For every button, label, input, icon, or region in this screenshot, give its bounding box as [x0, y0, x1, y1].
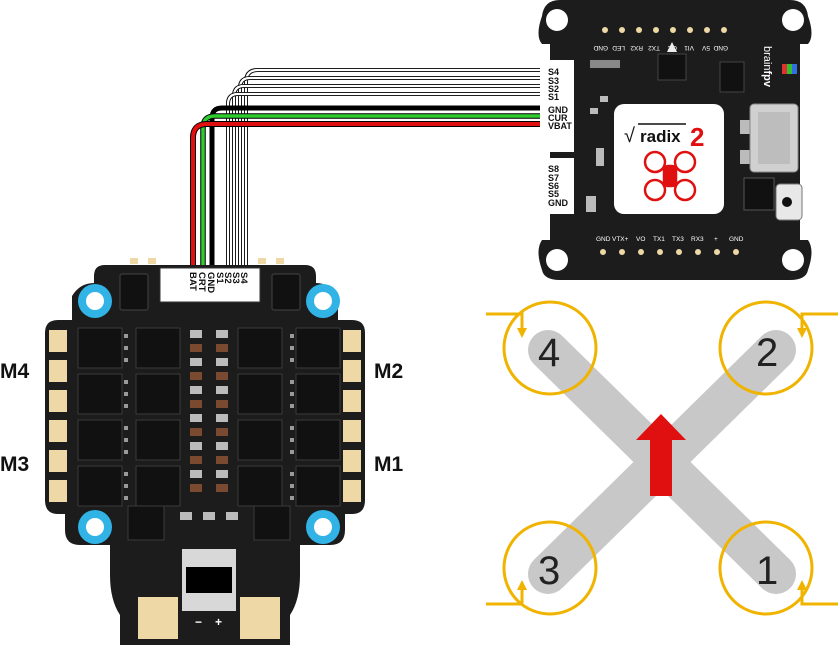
wire-harness: [190, 68, 540, 268]
fc-pin-label: S4: [548, 67, 559, 77]
esc-mosfets: [77, 327, 341, 507]
radix-sqrt: √: [624, 125, 635, 147]
esc-mosfet-pins: [124, 334, 294, 500]
esc-top-pads: [130, 258, 284, 264]
fc-rgb-led: [782, 64, 797, 74]
prop-ring-4: [486, 300, 598, 396]
fc-pin-label: S5: [548, 189, 559, 199]
fc-brand: brainfpv: [761, 46, 773, 88]
fc-bottom-pad-label: VTX+: [612, 236, 629, 243]
fc-top-pad-label: GND: [593, 44, 608, 51]
fc-boot-button: [743, 177, 775, 211]
motor-label-m3: M3: [0, 453, 29, 476]
prop-ring-2: [718, 300, 838, 396]
radix-quad-icon: [643, 150, 697, 202]
fc-top-pad-labels: GND LED RX2 TX2 CC VI1 5V GND: [593, 44, 728, 51]
fc-bottom-pad-label: TX1: [653, 236, 665, 243]
fc-bottom-pad-label: GND: [596, 236, 611, 243]
fc-bottom-pad-label: VO: [636, 236, 645, 243]
esc-plus-label: +: [215, 615, 222, 629]
fc-pin-label: S7: [548, 173, 559, 183]
esc-component: [127, 505, 165, 541]
fc-connector-bottom: [544, 158, 574, 214]
esc-power-pad-minus: [138, 597, 178, 639]
forward-direction-arrow: [636, 414, 686, 496]
fc-top-pad-label: 5V: [701, 44, 710, 51]
fc-pin-label: S8: [548, 164, 559, 174]
fc-components: [586, 42, 750, 212]
fc-connector-top-labels: S4 S3 S2 S1 GND CUR VBAT: [548, 67, 572, 131]
esc-component: [119, 273, 149, 311]
esc-board: S4 S3 S2 S1 GND CRT BAT: [45, 258, 365, 645]
fc-usb-port-inner: [758, 112, 790, 164]
fc-bottom-pad-labels: GND VTX+ VO TX1 TX3 RX3 + GND: [596, 236, 744, 243]
motor-number-2: 2: [756, 331, 778, 375]
radix-word: radix: [640, 127, 681, 146]
esc-pin-s1: S1: [214, 272, 225, 284]
prop-ring-1: [718, 520, 838, 616]
quad-layout: 4 2 3 1: [486, 300, 838, 616]
fc-button-dot: [782, 197, 792, 207]
fc-bottom-pads: [600, 249, 739, 255]
esc-pin-gnd: GND: [205, 272, 216, 293]
fc-bottom-pad-label: RX3: [691, 236, 704, 243]
esc-pin-s3: S3: [230, 272, 241, 284]
prop-ring-3: [486, 520, 598, 616]
fc-pin-label: VBAT: [548, 121, 572, 131]
esc-minus-label: −: [195, 615, 202, 629]
esc-center-components: [180, 330, 238, 520]
motor-label-m2: M2: [374, 360, 403, 383]
fc-pin-label: GND: [548, 198, 569, 208]
fc-top-pad-label: RX2: [630, 44, 643, 51]
current-wire-core: [201, 114, 540, 268]
esc-pin-s4: S4: [238, 272, 249, 284]
esc-connector-labels: S4 S3 S2 S1 GND CRT BAT: [187, 272, 249, 293]
signal-wires: [226, 68, 540, 268]
fc-pin-label: S2: [548, 84, 559, 94]
motor-number-4: 4: [538, 331, 560, 375]
fc-pin-label: S1: [548, 92, 559, 102]
battery-wire-core: [191, 122, 540, 268]
esc-capacitor: [182, 549, 236, 611]
fc-bottom-pad-label: GND: [729, 236, 744, 243]
fc-pin-label: CUR: [548, 113, 568, 123]
fc-pin-label: S6: [548, 181, 559, 191]
esc-power-pad-plus: [240, 597, 280, 639]
flight-controller: GND LED RX2 TX2 CC VI1 5V GND brainfpv S…: [538, 0, 812, 280]
current-wire: [200, 113, 540, 268]
radix-logo: √ radix 2: [624, 122, 704, 202]
motor-label-m4: M4: [0, 360, 29, 383]
motor-label-m1: M1: [374, 453, 403, 476]
esc-motor-pads-right: [343, 330, 361, 502]
esc-component: [271, 273, 301, 311]
fc-connector-top: [544, 60, 574, 152]
fc-mount-holes: [546, 9, 804, 271]
fc-top-pad-label: GND: [713, 44, 728, 51]
fc-logo-panel: [614, 104, 724, 214]
esc-mount-holes: [78, 284, 340, 544]
esc-pin-s2: S2: [222, 272, 233, 284]
fc-bottom-pad-label: TX3: [672, 236, 684, 243]
fc-connector-bottom-labels: S8 S7 S6 S5 GND: [548, 164, 569, 208]
esc-component: [253, 505, 291, 541]
fc-top-pad-label: LED: [612, 44, 625, 51]
fc-top-pads: [602, 27, 727, 33]
esc-connector: [159, 267, 261, 303]
radix-number: 2: [690, 122, 704, 152]
esc-motor-pads-left: [49, 330, 67, 502]
fc-brand-text: brainfpv: [761, 46, 773, 88]
motor-number-1: 1: [756, 549, 778, 593]
fc-top-pad-label: VI1: [684, 44, 694, 51]
fc-bottom-pad-label: +: [714, 236, 718, 243]
fc-top-pad-label: TX2: [648, 44, 660, 51]
fc-pin-label: GND: [548, 105, 569, 115]
ground-wire: [209, 105, 540, 268]
fc-pin-label: S3: [548, 76, 559, 86]
esc-pin-bat: BAT: [187, 272, 198, 291]
esc-pin-crt: CRT: [196, 272, 207, 292]
motor-number-3: 3: [538, 549, 560, 593]
prop-rings: [486, 300, 838, 616]
